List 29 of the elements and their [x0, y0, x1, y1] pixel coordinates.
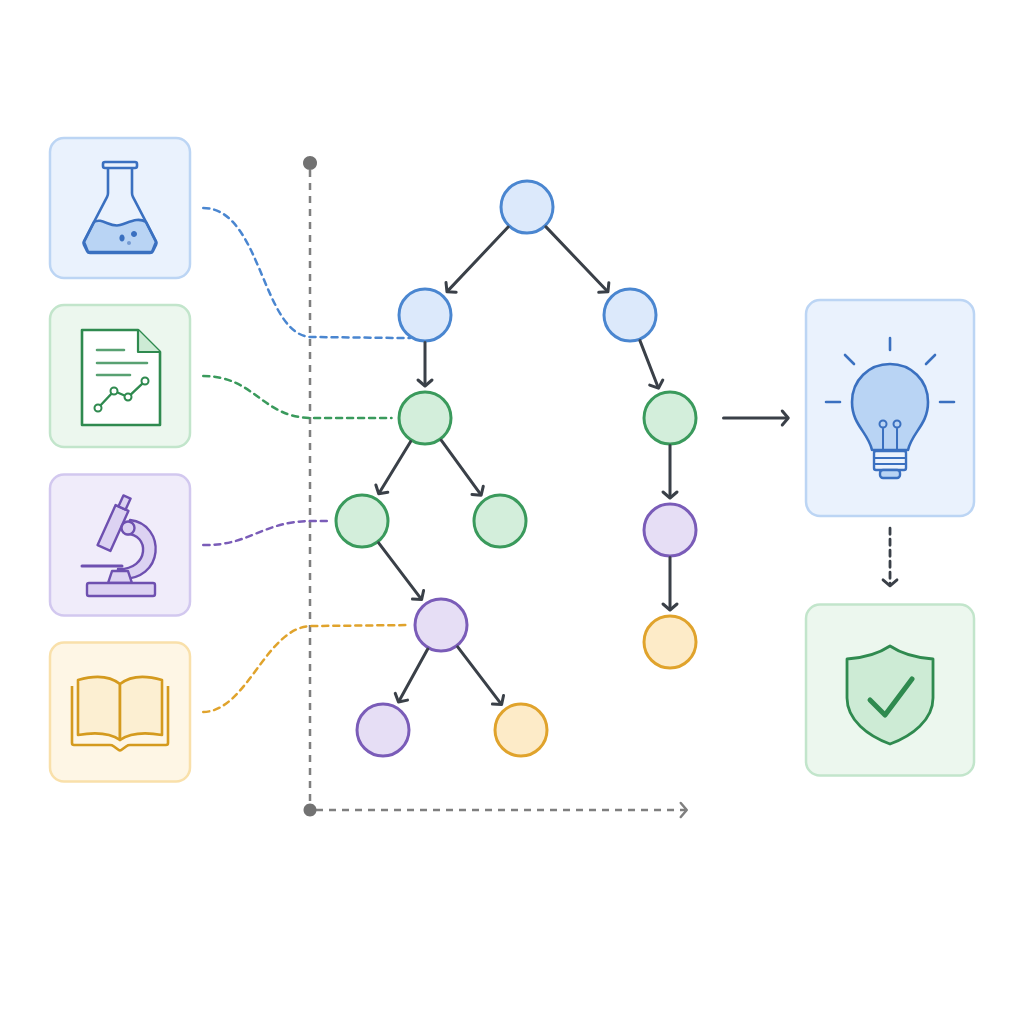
dashed-line: [202, 374, 393, 420]
arrow: [722, 409, 790, 427]
arrow: [444, 225, 510, 294]
arrow: [377, 541, 426, 601]
arrow: [544, 225, 611, 294]
arrow: [638, 339, 665, 390]
arrow: [661, 556, 679, 612]
circle-node: [642, 614, 698, 670]
dashed-line: [202, 623, 409, 714]
circle-node: [334, 493, 390, 549]
dashed-line: [202, 206, 412, 340]
arrow: [393, 647, 430, 704]
dashed-line: [202, 519, 330, 547]
circle-node: [397, 390, 453, 446]
circle-node: [397, 287, 453, 343]
arrow: [439, 438, 485, 497]
circle-node: [642, 502, 698, 558]
circle-node: [642, 390, 698, 446]
arrow: [661, 444, 679, 500]
circle-node: [472, 493, 528, 549]
arrow: [374, 439, 413, 496]
arrow: [416, 341, 434, 388]
circle-node: [499, 179, 555, 235]
dashed-arrow: [881, 526, 899, 588]
circle-node: [355, 702, 411, 758]
circle-node: [493, 702, 549, 758]
arrow: [456, 645, 506, 707]
circle-node: [413, 597, 469, 653]
circle-node: [602, 287, 658, 343]
